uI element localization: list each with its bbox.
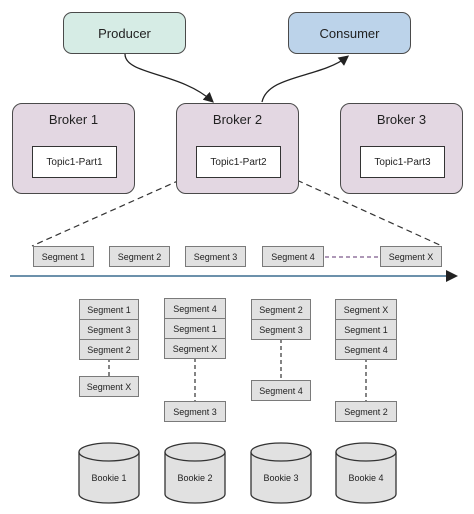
column-1-segment: Segment 2 xyxy=(79,339,139,360)
column-1-segment: Segment 3 xyxy=(79,319,139,340)
column-2-segment: Segment 4 xyxy=(164,298,226,319)
consumer-node: Consumer xyxy=(288,12,411,54)
segment-row-item: Segment X xyxy=(380,246,442,267)
bookie-1-cylinder: Bookie 1 xyxy=(78,442,140,504)
column-3-extra-segment: Segment 4 xyxy=(251,380,311,401)
segment-row-item: Segment 4 xyxy=(262,246,324,267)
broker-1-node: Broker 1 Topic1-Part1 xyxy=(12,103,135,194)
column-3-segment: Segment 2 xyxy=(251,299,311,320)
broker-to-consumer-arrow xyxy=(261,55,350,103)
broker-3-node: Broker 3 Topic1-Part3 xyxy=(340,103,463,194)
column-3-segment: Segment 3 xyxy=(251,319,311,340)
bookie-4-cylinder: Bookie 4 xyxy=(335,442,397,504)
producer-to-broker-arrow xyxy=(124,53,214,103)
column-1-segment: Segment 1 xyxy=(79,299,139,320)
column-2-extra-segment: Segment 3 xyxy=(164,401,226,422)
column-2-segment: Segment 1 xyxy=(164,318,226,339)
bookie-3-label: Bookie 3 xyxy=(263,473,299,483)
broker-1-topic: Topic1-Part1 xyxy=(32,146,117,178)
segment-row-item: Segment 1 xyxy=(33,246,94,267)
bookie-3-cylinder: Bookie 3 xyxy=(250,442,312,504)
column-2-segment: Segment X xyxy=(164,338,226,359)
bookie-2-cylinder: Bookie 2 xyxy=(164,442,226,504)
column-4-segment: Segment X xyxy=(335,299,397,320)
producer-label: Producer xyxy=(98,25,151,41)
column-1-extra-segment: Segment X xyxy=(79,376,139,397)
bookie-1-label: Bookie 1 xyxy=(91,473,127,483)
consumer-label: Consumer xyxy=(319,25,380,41)
broker-1-title: Broker 1 xyxy=(48,112,99,127)
segment-row-item: Segment 2 xyxy=(109,246,170,267)
zoom-line-left xyxy=(31,171,199,247)
column-4-segment: Segment 4 xyxy=(335,339,397,360)
broker-2-title: Broker 2 xyxy=(212,112,263,127)
bookie-4-label: Bookie 4 xyxy=(348,473,384,483)
broker-3-title: Broker 3 xyxy=(376,112,427,127)
bookie-2-label: Bookie 2 xyxy=(177,473,213,483)
column-4-segment: Segment 1 xyxy=(335,319,397,340)
broker-2-node: Broker 2 Topic1-Part2 xyxy=(176,103,299,194)
segment-row-item: Segment 3 xyxy=(185,246,246,267)
broker-3-topic: Topic1-Part3 xyxy=(360,146,445,178)
column-4-extra-segment: Segment 2 xyxy=(335,401,397,422)
producer-node: Producer xyxy=(63,12,186,54)
broker-2-topic: Topic1-Part2 xyxy=(196,146,281,178)
